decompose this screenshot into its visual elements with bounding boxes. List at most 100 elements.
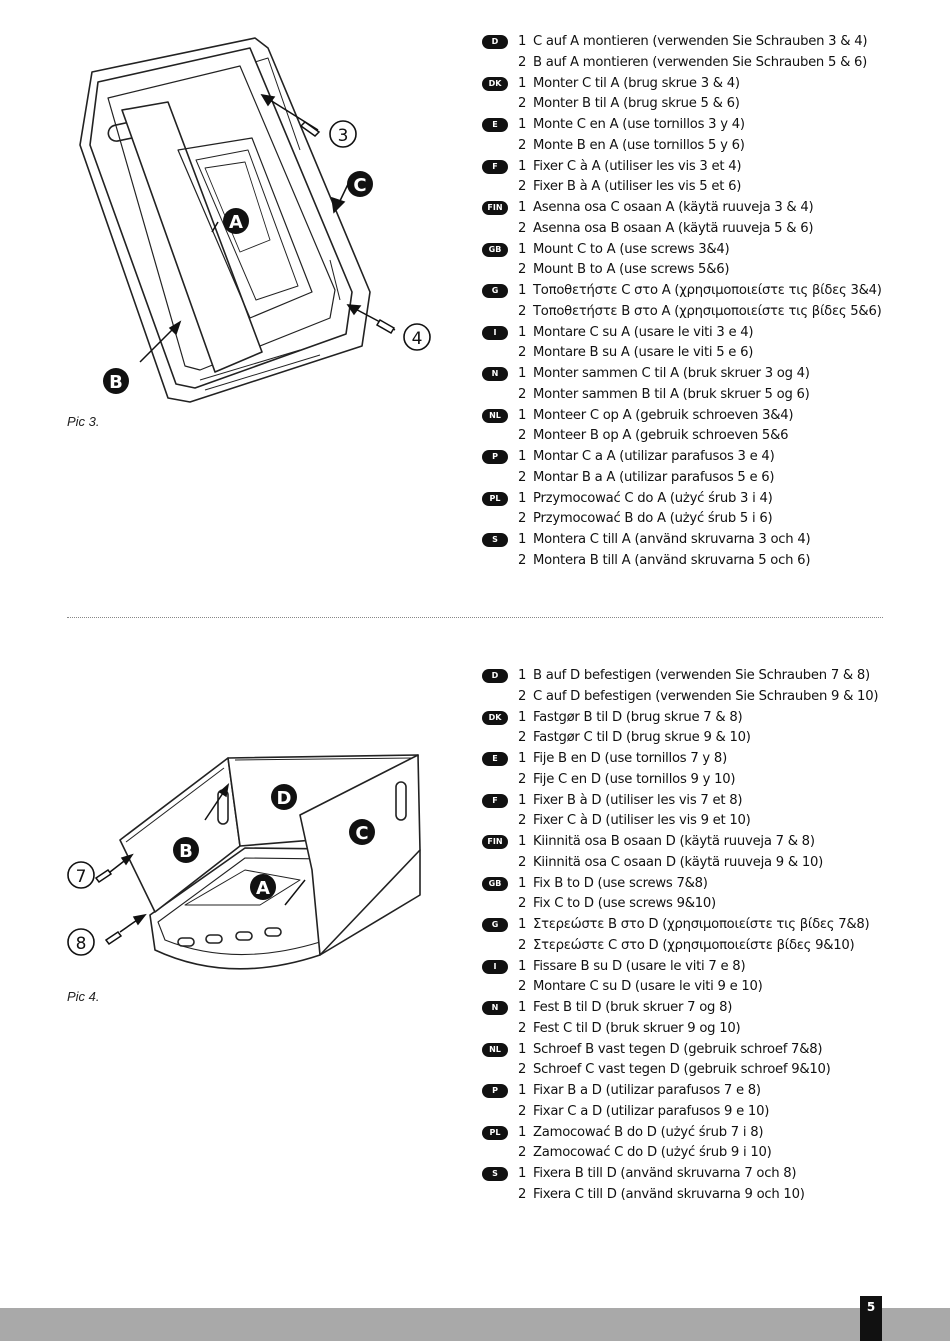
step-number: 2 [518, 54, 527, 70]
pic4-callout-screw1 [67, 861, 95, 889]
step-number: 2 [518, 220, 527, 236]
step-text: Montar C a A (utilizar parafusos 3 e 4) [533, 449, 775, 464]
step-number: 2 [518, 428, 527, 444]
pic4-illustration: A B C D 7 8 [67, 754, 421, 970]
step-number: 1 [518, 200, 527, 215]
step-text: Montera C till A (använd skruvarna 3 och… [533, 532, 811, 547]
step-text: Fastgør B til D (brug skrue 7 & 8) [533, 709, 743, 725]
language-badge: P [482, 450, 508, 464]
step-text: Monter sammen B til A (bruk skruer 5 og … [533, 386, 810, 402]
step-text: C auf A montieren (verwenden Sie Schraub… [533, 34, 868, 49]
step-text: Fixar C a D (utilizar parafusos 9 e 10) [533, 1103, 770, 1119]
pic3-illustration: A B C 3 4 [79, 37, 431, 403]
section-divider [67, 617, 883, 618]
pic4-label-d: D [277, 788, 292, 809]
language-badge: GB [482, 242, 508, 257]
language-badge: F [482, 159, 508, 174]
step-text: B auf D befestigen (verwenden Sie Schrau… [533, 668, 870, 683]
step-number: 2 [518, 137, 527, 153]
pic4-label-screw1: 7 [76, 867, 87, 887]
step-text: Στερεώστε B στο D (χρησιμοποιείστε τις β… [533, 917, 870, 932]
pic4-callout-d [271, 784, 297, 810]
language-badge: NL [482, 1042, 508, 1057]
step-text: Montera B till A (använd skruvarna 5 och… [533, 552, 811, 568]
step-text: C auf D befestigen (verwenden Sie Schrau… [533, 688, 879, 704]
step-number: 2 [518, 179, 527, 195]
step-number: 1 [518, 283, 527, 298]
language-badge: FIN [482, 201, 508, 215]
step-number: 2 [518, 303, 527, 319]
step-text: Monteer C op A (gebruik schroeven 3&4) [533, 407, 794, 423]
language-badge: S [482, 533, 508, 547]
step-number: 1 [518, 875, 527, 891]
step-number: 2 [518, 896, 527, 912]
step-text: Τοποθετήστε C στο A (χρησιμοποιείστε τις… [533, 283, 882, 298]
step-number: 1 [518, 34, 527, 49]
step-text: Montare C su D (usare le viti 9 e 10) [533, 979, 763, 995]
language-badge: I [482, 959, 508, 974]
step-text: Przymocować C do A (użyć śrub 3 i 4) [533, 490, 773, 506]
language-badge: G [482, 918, 508, 932]
step-text: Fix C to D (use screws 9&10) [533, 896, 716, 912]
step-text: Fixer C à D (utiliser les vis 9 et 10) [533, 813, 751, 829]
language-badge: E [482, 752, 508, 766]
step-text: Fixera C till D (använd skruvarna 9 och … [533, 1186, 805, 1202]
pic3-callout-screw1 [329, 120, 357, 148]
language-badge: D [482, 35, 508, 49]
step-number: 2 [518, 1020, 527, 1036]
step-number: 2 [518, 386, 527, 402]
step-text: Montar B a A (utilizar parafusos 5 e 6) [533, 469, 775, 485]
language-badge: D [482, 669, 508, 683]
step-number: 2 [518, 979, 527, 995]
step-text: Τοποθετήστε B στο A (χρησιμοποιείστε τις… [533, 303, 882, 319]
step-number: 1 [518, 158, 527, 174]
step-text: Monte B en A (use tornillos 5 y 6) [533, 137, 745, 153]
language-badge: PL [482, 491, 508, 506]
step-number: 1 [518, 75, 527, 91]
step-text: Fije B en D (use tornillos 7 y 8) [533, 751, 727, 766]
pic3-callout-b [103, 368, 129, 394]
pic4-callout-b [173, 837, 199, 863]
step-number: 2 [518, 688, 527, 704]
step-number: 2 [518, 1145, 527, 1161]
language-badge: G [482, 284, 508, 298]
pic3-callout-c [347, 171, 373, 197]
step-number: 1 [518, 117, 527, 132]
language-badge: FIN [482, 835, 508, 849]
step-text: Fixer B à D (utiliser les vis 7 et 8) [533, 792, 743, 808]
step-number: 2 [518, 96, 527, 112]
step-number: 1 [518, 366, 527, 381]
pic3-label-b: B [109, 372, 123, 393]
step-text: Fest C til D (bruk skruer 9 og 10) [533, 1020, 741, 1036]
language-badge: DK [482, 710, 508, 725]
pic4-callout-screw2 [67, 928, 95, 956]
step-number: 1 [518, 324, 527, 340]
language-badge: S [482, 1167, 508, 1181]
step-number: 2 [518, 813, 527, 829]
step-number: 2 [518, 730, 527, 746]
step-text: Przymocować B do A (użyć śrub 5 i 6) [533, 511, 773, 527]
step-text: Στερεώστε C στο D (χρησιμοποιείστε βίδες… [533, 937, 855, 953]
language-badge: GB [482, 876, 508, 891]
step-number: 2 [518, 511, 527, 527]
pic3-label-screw1: 3 [338, 126, 349, 146]
language-badge: N [482, 367, 508, 381]
step-text: Zamocować B do D (użyć śrub 7 i 8) [533, 1124, 764, 1140]
language-badge: F [482, 793, 508, 808]
step-number: 1 [518, 1124, 527, 1140]
step-number: 2 [518, 345, 527, 361]
step-text: Fixer B à A (utiliser les vis 5 et 6) [533, 179, 742, 195]
pic4-callout-c [349, 819, 375, 845]
step-text: Monter C til A (brug skrue 3 & 4) [533, 75, 740, 91]
step-text: Fixera B till D (använd skruvarna 7 och … [533, 1166, 797, 1181]
step-text: Fixar B a D (utilizar parafusos 7 e 8) [533, 1083, 761, 1098]
step-text: Fixer C à A (utiliser les vis 3 et 4) [533, 158, 742, 174]
step-number: 1 [518, 1166, 527, 1181]
footer-bar [0, 1308, 950, 1341]
step-number: 2 [518, 1062, 527, 1078]
step-number: 1 [518, 792, 527, 808]
step-text: Fije C en D (use tornillos 9 y 10) [533, 771, 736, 787]
step-number: 1 [518, 751, 527, 766]
step-number: 1 [518, 449, 527, 464]
pic4-label-c: C [355, 823, 368, 844]
